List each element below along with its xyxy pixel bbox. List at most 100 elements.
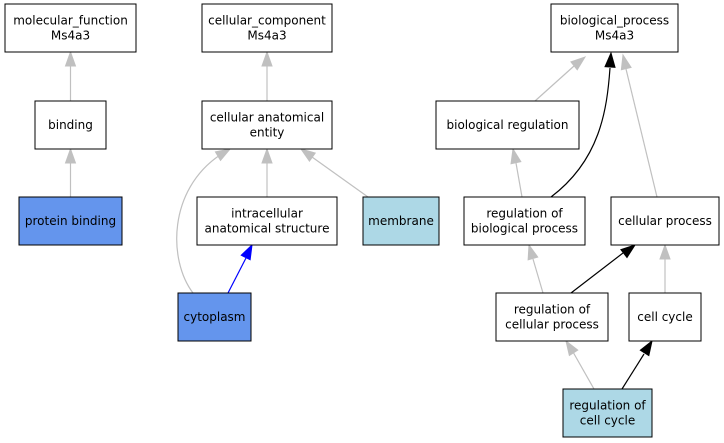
node-box [196,196,338,246]
edge-arrowhead [604,51,616,68]
node-box [628,292,702,342]
edge-arrowhead [214,148,232,162]
edge-arrowhead [620,244,637,259]
node-cytoplasm[interactable]: cytoplasm [177,292,252,342]
edge-regbp-to-bioreg [510,147,523,198]
edge-cellproc-to-bp [620,53,658,198]
node-box [201,3,333,53]
edge-line [550,67,611,198]
edge-line [621,353,645,390]
node-box [550,3,679,53]
node-box [201,100,333,150]
node-label: membrane [368,214,434,228]
node-label: biological regulation [447,118,569,132]
node-box [610,196,720,246]
edge-binding-to-mf [64,50,77,101]
node-box [495,292,609,342]
node-box [18,196,123,246]
node-box [34,100,107,150]
edge-cytoplasm-to-cae [176,148,232,294]
node-box [435,100,580,150]
node-label: binding [48,118,93,132]
edge-arrowhead [639,339,653,357]
edge-bioreg-to-bp [534,56,587,102]
node-label: cytoplasm [184,310,246,324]
edge-arrowhead [570,56,587,71]
node-label: biological_process [560,14,669,28]
node-binding[interactable]: binding [34,100,107,150]
node-label: cellular process [618,214,712,228]
edge-cytoplasm-to-ias [227,243,253,294]
edge-regcc-to-cellcycle [621,339,653,390]
node-label: intracellular [231,207,303,221]
edge-arrowhead [510,147,522,165]
node-cellproc[interactable]: cellular process [610,196,720,246]
node-label: molecular_function [13,14,128,28]
edge-arrowhead [261,50,273,67]
node-label: biological process [471,222,578,236]
node-label: entity [250,126,285,140]
node-label: cell cycle [580,414,635,428]
edge-line [532,258,544,294]
edge-membrane-to-cae [299,148,369,198]
edge-regcp-to-regbp [527,243,544,294]
edge-cellcycle-to-cellproc [659,243,671,293]
node-label: cellular anatomical [210,111,324,125]
node-label: cell cycle [637,310,692,324]
edges-layer [64,50,671,390]
edge-line [534,65,575,102]
node-box [177,292,252,342]
node-bioreg[interactable]: biological regulation [435,100,580,150]
edge-line [311,156,369,198]
node-label: cellular_component [208,14,326,28]
edge-line [176,154,221,294]
edge-line [625,68,658,198]
edge-arrowhead [261,147,273,164]
node-label: Ms4a3 [51,29,90,43]
edge-arrowhead [299,148,317,163]
node-cellcycle[interactable]: cell cycle [628,292,702,342]
edge-arrowhead [64,50,77,67]
edge-line [227,257,247,294]
edge-arrowhead [620,53,632,71]
edge-protein_binding-to-binding [64,147,77,197]
edge-cae-to-cc [261,50,273,101]
edge-regbp-to-bp [550,51,616,198]
node-box [562,388,653,438]
edge-regcp-to-cellproc [570,244,637,294]
edge-arrowhead [527,243,539,261]
node-membrane[interactable]: membrane [362,196,440,246]
edge-arrowhead [64,147,77,164]
node-label: protein binding [25,214,116,228]
edge-ias-to-cae [261,147,273,197]
edge-arrowhead [659,243,671,260]
edge-line [572,351,595,390]
node-box [463,196,586,246]
node-label: regulation of [486,207,563,221]
node-label: anatomical structure [205,222,330,236]
node-protein-binding[interactable]: protein binding [18,196,123,246]
node-label: Ms4a3 [247,29,286,43]
node-box [4,3,137,53]
node-label: cellular process [505,318,599,332]
node-label: regulation of [569,399,646,413]
node-label: regulation of [514,303,591,317]
edge-regcc-to-regcp [565,339,595,390]
edge-arrowhead [240,243,253,261]
node-box [362,196,440,246]
node-label: Ms4a3 [595,29,634,43]
edge-arrowhead [565,339,579,357]
edge-line [570,252,624,294]
edge-line [515,162,523,198]
